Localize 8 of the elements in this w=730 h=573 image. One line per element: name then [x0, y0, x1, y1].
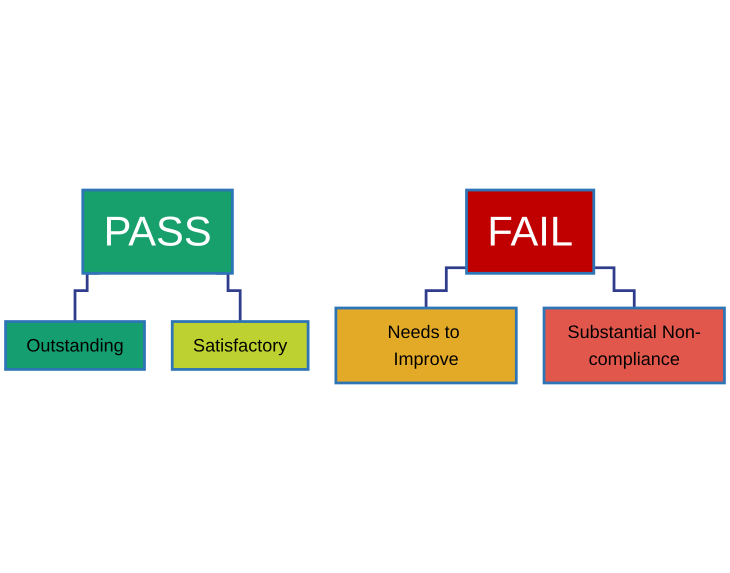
- node-box: Needs to Improve: [334, 306, 518, 384]
- node-box: FAIL: [465, 188, 596, 275]
- node-box: PASS: [81, 188, 234, 275]
- connector: [424, 266, 467, 310]
- node-box: Satisfactory: [170, 320, 310, 371]
- connector: [594, 266, 636, 310]
- node-box: Outstanding: [4, 320, 146, 371]
- node-box: Substantial Non-compliance: [542, 306, 726, 384]
